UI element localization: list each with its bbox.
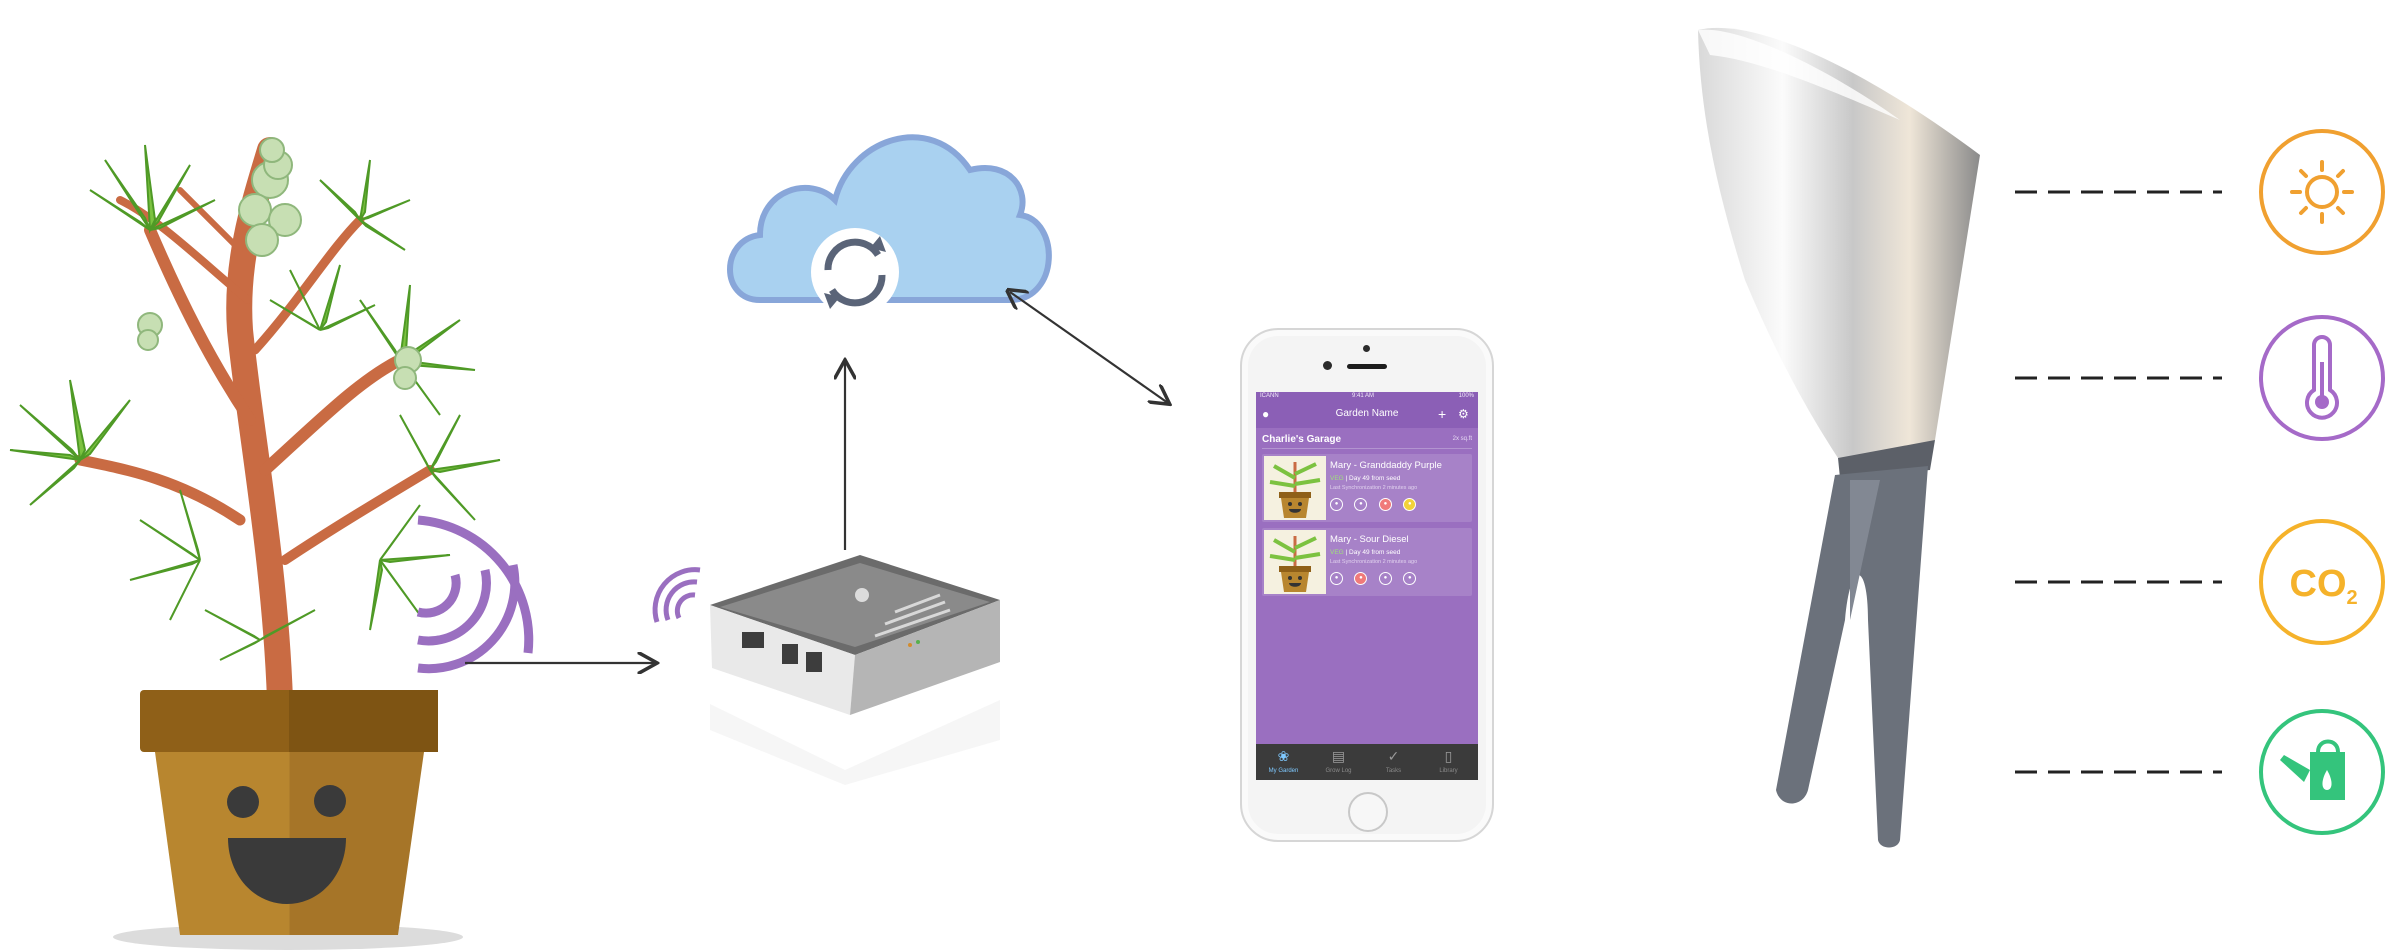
status-bar: ICANN 9:41 AM 100% [1256, 392, 1478, 402]
stage-badge: VEG [1330, 475, 1344, 482]
plant-card[interactable]: Mary - Granddaddy Purple VEG | Day 49 fr… [1262, 454, 1472, 522]
plant-age: Day 49 from seed [1349, 475, 1401, 482]
plant-illustration [9, 137, 501, 950]
temp-status-icon[interactable]: ● [1354, 498, 1368, 511]
plant-info: VEG | Day 49 from seed [1330, 549, 1401, 556]
front-camera [1323, 361, 1332, 370]
soil-sensor-device [1698, 27, 1980, 848]
plant-thumbnail [1264, 530, 1326, 594]
garden-section-header: Charlie's Garage 2x sq.ft [1262, 432, 1472, 449]
cloud-sync-icon [727, 134, 1052, 316]
sprout-icon: ❀ [1277, 748, 1290, 764]
co2-status-icon[interactable]: ● [1403, 572, 1417, 585]
smartphone: ICANN 9:41 AM 100% ● Garden Name + ⚙ Cha… [1240, 328, 1494, 842]
sensor-connectors [2015, 190, 2222, 774]
garden-name: Charlie's Garage [1262, 434, 1342, 445]
app-header: ● Garden Name + ⚙ [1256, 402, 1478, 428]
tab-bar: ❀ My Garden ▤ Grow Log ✓ Tasks ▯ Library [1256, 744, 1478, 780]
garden-name-title[interactable]: Garden Name [1335, 408, 1399, 419]
light-status-icon[interactable]: ● [1378, 572, 1392, 585]
pot-eye-right [314, 785, 346, 817]
tab-label: Library [1439, 768, 1458, 774]
water-status-icon[interactable]: ● [1330, 572, 1343, 585]
add-icon[interactable]: + [1438, 406, 1447, 422]
phone-screen: ICANN 9:41 AM 100% ● Garden Name + ⚙ Cha… [1256, 392, 1478, 780]
sync-status: Last Synchronization 2 minutes ago [1330, 485, 1418, 491]
tab-label: Tasks [1385, 768, 1402, 774]
plant-card[interactable]: Mary - Sour Diesel VEG | Day 49 from see… [1262, 528, 1472, 596]
light-status-icon[interactable]: ● [1378, 498, 1392, 511]
hub-signal-icon [652, 567, 701, 623]
clipboard-icon: ▤ [1331, 748, 1346, 764]
co2-subscript: 2 [2346, 587, 2357, 609]
sensor-status-row: ● ● ● ● [1330, 498, 1423, 512]
plant-signal-icon [416, 515, 534, 674]
tab-tasks[interactable]: ✓ Tasks [1366, 744, 1421, 780]
plant-info: VEG | Day 49 from seed [1330, 475, 1401, 482]
tab-library[interactable]: ▯ Library [1421, 744, 1476, 780]
co2-icon: CO 2 [2259, 519, 2385, 645]
clock-label: 9:41 AM [1352, 393, 1375, 399]
sun-icon [2259, 129, 2385, 255]
plant-thumbnail [1264, 456, 1326, 520]
book-icon: ▯ [1444, 748, 1453, 764]
pot-smile [228, 838, 346, 904]
tab-grow-log[interactable]: ▤ Grow Log [1311, 744, 1366, 780]
water-status-icon[interactable]: ● [1330, 498, 1343, 511]
watering-can-icon [2259, 709, 2385, 835]
thermometer-icon [2259, 315, 2385, 441]
co2-label: CO [2290, 563, 2347, 605]
temp-status-icon[interactable]: ● [1354, 572, 1368, 585]
earpiece-speaker [1347, 364, 1387, 369]
chat-icon[interactable]: ● [1262, 407, 1270, 421]
home-button[interactable] [1348, 792, 1388, 832]
sensor-status-row: ● ● ● ● [1330, 572, 1423, 586]
camera-dot [1363, 345, 1370, 352]
battery-label: 100% [1458, 393, 1474, 399]
plant-age: Day 49 from seed [1349, 549, 1401, 556]
sync-status: Last Synchronization 2 minutes ago [1330, 559, 1418, 565]
carrier-label: ICANN [1260, 393, 1279, 399]
gear-icon[interactable]: ⚙ [1458, 407, 1469, 421]
arrow-cloud-phone [1010, 292, 1168, 403]
plant-name: Mary - Sour Diesel [1330, 534, 1409, 545]
tab-my-garden[interactable]: ❀ My Garden [1256, 744, 1311, 780]
garden-area: 2x sq.ft [1452, 436, 1472, 442]
hub-device [710, 555, 1000, 785]
plant-name: Mary - Granddaddy Purple [1330, 460, 1442, 471]
stage-badge: VEG [1330, 549, 1344, 556]
tab-label: Grow Log [1325, 768, 1352, 774]
co2-status-icon[interactable]: ● [1403, 498, 1417, 511]
pot-eye-left [227, 786, 259, 818]
check-icon: ✓ [1387, 748, 1400, 764]
tab-label: My Garden [1268, 768, 1299, 774]
